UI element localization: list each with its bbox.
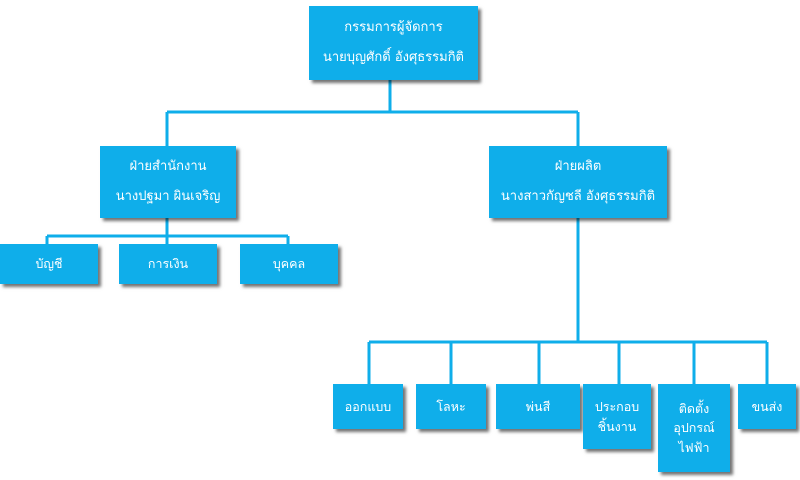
office-manager-name: นางปฐมา ผินเจริญ: [115, 189, 221, 204]
production-title: ฝ่ายผลิต: [554, 158, 602, 174]
production-unit-metal: โลหะ: [416, 384, 486, 429]
office-unit-label: การเงิน: [147, 256, 189, 272]
production-unit-label: โลหะ: [436, 398, 466, 414]
office-unit-accounting: บัญชี: [0, 244, 98, 284]
production-unit-transport: ขนส่ง: [738, 384, 796, 429]
production-unit-assembly: ประกอบ ชิ้นงาน: [583, 384, 651, 449]
production-unit-label: ติดตั้ง: [678, 400, 710, 416]
director-name: นายบุญศักดิ์ อังศุธรรมกิติ: [322, 50, 465, 65]
production-unit-label: อุปกรณ์: [673, 420, 715, 436]
production-unit-electrical-install: ติดตั้ง อุปกรณ์ ไฟฟ้า: [658, 384, 730, 472]
office-title: ฝ่ายสำนักงาน: [129, 158, 207, 174]
production-unit-design: ออกแบบ: [333, 384, 403, 429]
production-unit-label: ออกแบบ: [344, 398, 392, 414]
director-box: กรรมการผู้จัดการ นายบุญศักดิ์ อังศุธรรมก…: [309, 6, 478, 80]
production-manager-name: นางสาวกัญชลี อังศุธรรมกิติ: [500, 189, 656, 204]
production-unit-label: พ่นสี: [525, 398, 551, 414]
production-unit-label: ชิ้นงาน: [597, 418, 637, 434]
office-unit-label: บัญชี: [35, 256, 63, 272]
production-unit-label: ขนส่ง: [751, 398, 783, 414]
director-title: กรรมการผู้จัดการ: [344, 19, 443, 35]
office-unit-personnel: บุคคล: [240, 244, 338, 284]
production-unit-label: ประกอบ: [594, 399, 640, 415]
office-department-box: ฝ่ายสำนักงาน นางปฐมา ผินเจริญ: [100, 146, 236, 218]
production-department-box: ฝ่ายผลิต นางสาวกัญชลี อังศุธรรมกิติ: [489, 146, 667, 218]
production-unit-paint: พ่นสี: [496, 384, 580, 429]
office-unit-label: บุคคล: [272, 256, 306, 272]
production-unit-label: ไฟฟ้า: [678, 439, 710, 455]
office-unit-finance: การเงิน: [119, 244, 217, 284]
